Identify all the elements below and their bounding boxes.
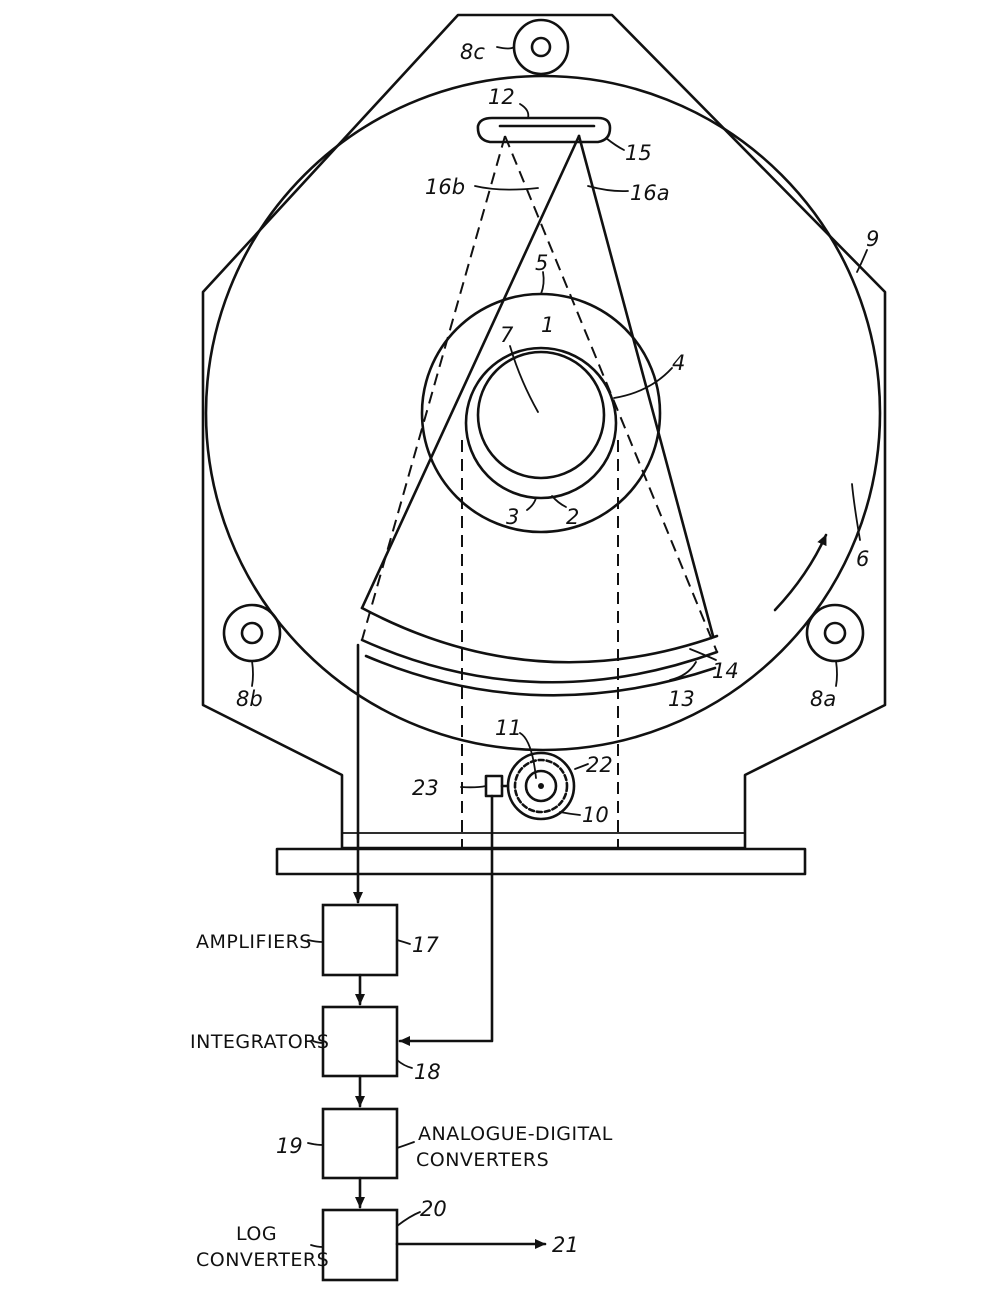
- roller-8a: [805, 603, 865, 663]
- label-1: 1: [541, 313, 554, 337]
- angle-sensor: [484, 774, 504, 798]
- detector-array: [360, 606, 719, 664]
- log-caption-line2: CONVERTERS: [196, 1249, 329, 1271]
- beam-16a: [360, 134, 715, 638]
- log-converter-block: [321, 1208, 399, 1282]
- shield-arc: [364, 654, 717, 697]
- label-23: 23: [412, 776, 439, 800]
- label-15: 15: [625, 141, 652, 165]
- label-13: 13: [668, 687, 695, 711]
- integrators-block: [321, 1005, 399, 1078]
- drive-motor: [506, 751, 576, 821]
- label-17: 17: [412, 933, 439, 957]
- patient-body-hatch: [477, 351, 605, 479]
- beam-16b: [361, 135, 718, 653]
- label-16a: 16a: [630, 181, 670, 205]
- label-3: 3: [506, 505, 519, 529]
- label-4: 4: [672, 351, 685, 375]
- label-8b: 8b: [236, 687, 263, 711]
- label-19: 19: [276, 1134, 303, 1158]
- label-5: 5: [535, 251, 548, 275]
- rotating-ring: [204, 74, 882, 752]
- adc-caption-line2: CONVERTERS: [416, 1149, 549, 1171]
- label-10: 10: [582, 803, 609, 827]
- label-22: 22: [586, 753, 613, 777]
- base-plate: [275, 847, 807, 876]
- leader-lines: [251, 46, 868, 1248]
- label-11: 11: [495, 716, 522, 740]
- label-21: 21: [552, 1233, 579, 1257]
- label-16b: 16b: [425, 175, 465, 199]
- frame-outline: [201, 13, 887, 850]
- angle-signal-line: [398, 794, 494, 1046]
- log-caption-line1: LOG: [236, 1223, 277, 1245]
- label-9: 9: [866, 227, 879, 251]
- adc-block: [321, 1107, 399, 1180]
- label-18: 18: [414, 1060, 441, 1084]
- label-8a: 8a: [810, 687, 836, 711]
- label-2: 2: [566, 505, 579, 529]
- detector-array-back: [360, 638, 719, 684]
- roller-8c: [512, 18, 570, 76]
- label-20: 20: [420, 1197, 447, 1221]
- amplifiers-caption: AMPLIFIERS: [196, 931, 312, 953]
- label-6: 6: [856, 547, 869, 571]
- label-14: 14: [712, 659, 739, 683]
- label-7: 7: [500, 323, 514, 347]
- amplifiers-block: [321, 903, 399, 977]
- adc-caption-line1: ANALOGUE-DIGITAL: [418, 1123, 613, 1145]
- x-ray-tube: [476, 116, 612, 144]
- rotation-arrow: [773, 533, 828, 612]
- label-12: 12: [488, 85, 515, 109]
- integrators-caption: INTEGRATORS: [190, 1031, 329, 1053]
- patient-table: [464, 346, 618, 500]
- label-8c: 8c: [460, 40, 485, 64]
